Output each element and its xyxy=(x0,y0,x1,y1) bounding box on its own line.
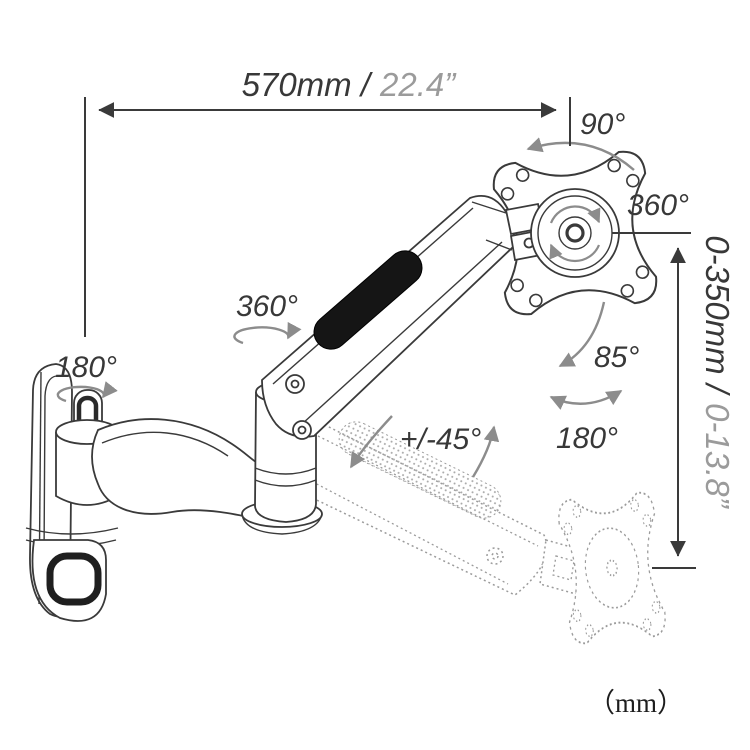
dimension-lines xyxy=(84,97,696,569)
cable-hook xyxy=(46,552,102,606)
arm-lift-label: +/-45° xyxy=(400,423,481,456)
ghost-vesa-plate xyxy=(555,490,669,646)
wall-swivel-arrow xyxy=(56,381,118,403)
unit-note: （mm） xyxy=(588,688,684,718)
height-imperial-label: 0-13.8” xyxy=(699,403,736,510)
vesa-hub xyxy=(530,188,620,278)
width-metric-label: 570mm / xyxy=(242,66,373,103)
tilt-down-arrow xyxy=(558,301,606,368)
width-imperial-label: 22.4” xyxy=(379,66,457,103)
tilt-up-label: 90° xyxy=(580,108,625,141)
ghost-arm-slot xyxy=(338,421,502,519)
height-metric-label: 0-350mm / xyxy=(699,235,736,396)
hub-rotation-arrows xyxy=(549,205,601,263)
swivel-180-arrow xyxy=(549,389,623,410)
arm-slot xyxy=(313,250,423,350)
wall-swivel-label: 180° xyxy=(55,351,117,384)
tilt-up-arrow xyxy=(526,137,635,171)
tilt-down-label: 85° xyxy=(594,341,639,374)
rotation-arrows xyxy=(56,137,635,478)
gas-spring-arm xyxy=(261,194,516,440)
monitor-swivel-label: 180° xyxy=(556,422,618,455)
monitor-rotate-label: 360° xyxy=(627,189,689,222)
arm-lift-down-arrow xyxy=(349,415,393,469)
elbow-rotate-label: 360° xyxy=(236,290,298,323)
elbow-rotate-arrow xyxy=(233,321,302,345)
arm-lift-up-arrow xyxy=(471,425,500,478)
labels: 570mm / 22.4” 90° 360° 0-350mm / 0-13.8”… xyxy=(55,66,736,718)
